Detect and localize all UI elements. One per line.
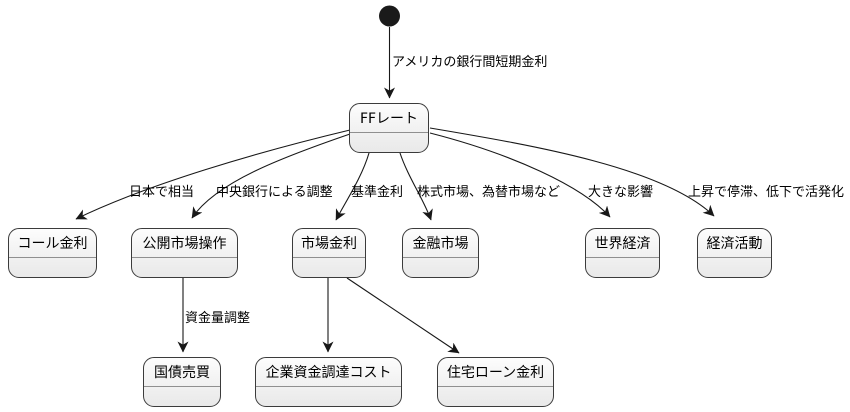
edge-ff-to-world-economy <box>429 132 611 218</box>
state-node-bond-trading: 国債売買 <box>143 357 221 407</box>
state-node-body <box>132 258 237 277</box>
state-node-body <box>144 387 220 406</box>
state-node-financial-markets: 金融市場 <box>402 228 479 278</box>
edge-ff-to-economic-activity <box>429 127 715 217</box>
state-node-corporate-funding-cost: 企業資金調達コスト <box>255 357 402 407</box>
state-node-housing-loan-rate: 住宅ローン金利 <box>437 357 554 407</box>
state-node-body <box>403 258 478 277</box>
initial-state-icon <box>379 5 400 27</box>
edge-ff-to-financial-markets <box>399 152 433 221</box>
state-node-label: 国債売買 <box>144 358 220 387</box>
edge-market-rate-to-housing-loan <box>346 277 460 354</box>
edge-label-stock-forex-markets: 株式市場、為替市場など <box>417 185 561 200</box>
state-node-body <box>350 133 428 152</box>
state-node-label: 市場金利 <box>293 229 365 258</box>
state-node-economic-activity: 経済活動 <box>697 228 772 278</box>
state-node-body <box>438 387 553 406</box>
state-node-label: 企業資金調達コスト <box>256 358 401 387</box>
state-node-call-rate: コール金利 <box>8 228 97 278</box>
state-node-label: 経済活動 <box>698 229 771 258</box>
state-node-label: 公開市場操作 <box>132 229 237 258</box>
state-node-label: 世界経済 <box>586 229 659 258</box>
state-node-label: 金融市場 <box>403 229 478 258</box>
state-node-label: コール金利 <box>9 229 96 258</box>
edge-ff-to-call-rate <box>75 129 351 220</box>
state-node-label: FFレート <box>350 104 428 133</box>
edge-label-fund-quantity-adjustment: 資金量調整 <box>185 311 251 326</box>
state-node-label: 住宅ローン金利 <box>438 358 553 387</box>
state-node-open-market-operations: 公開市場操作 <box>131 228 238 278</box>
edge-label-central-bank-adjustment: 中央銀行による調整 <box>216 185 333 200</box>
state-node-body <box>9 258 96 277</box>
state-node-body <box>256 387 401 406</box>
edge-label-rise-stagnation-fall-activation: 上昇で停滞、低下で活発化 <box>688 185 845 200</box>
state-node-world-economy: 世界経済 <box>585 228 660 278</box>
state-node-market-rate: 市場金利 <box>292 228 366 278</box>
edge-label-big-influence: 大きな影響 <box>588 185 654 200</box>
edge-ff-to-market-rate <box>335 152 370 221</box>
state-node-body <box>586 258 659 277</box>
state-node-body <box>293 258 365 277</box>
edge-ff-to-open-market-operations <box>191 133 351 219</box>
state-node-body <box>698 258 771 277</box>
edge-label-us-interbank-rate: アメリカの銀行間短期金利 <box>392 55 548 70</box>
edge-label-base-rate: 基準金利 <box>351 185 404 200</box>
edge-label-japan-equivalent: 日本で相当 <box>129 185 195 200</box>
state-node-ff-rate: FFレート <box>349 103 429 153</box>
